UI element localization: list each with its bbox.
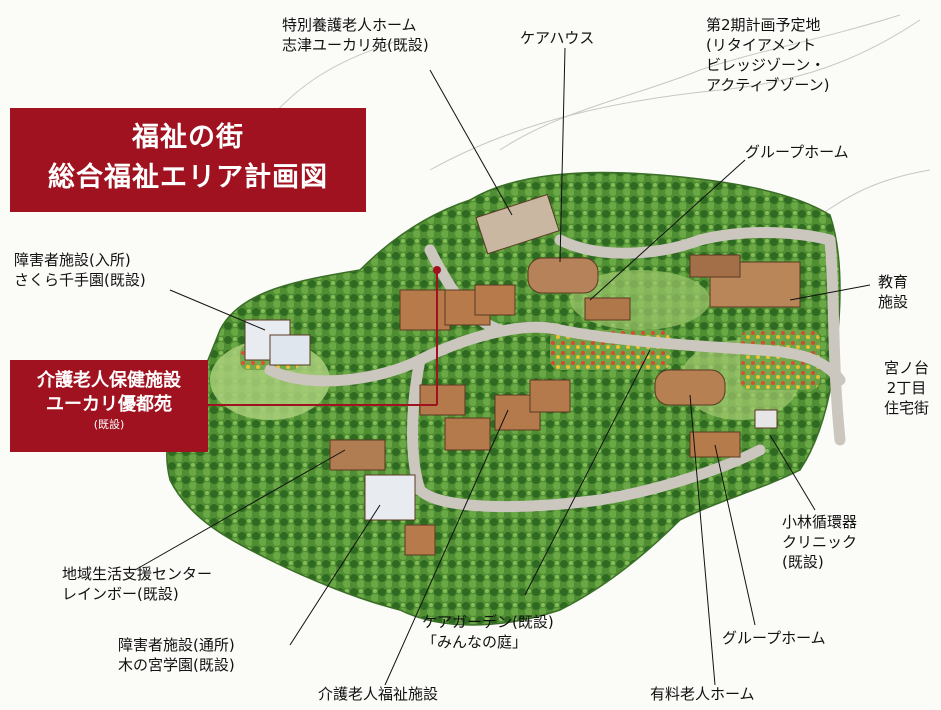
label-line: 2丁目: [886, 379, 927, 397]
label-disabled-day: 障害者施設(通所) 木の宮学園(既設): [118, 635, 235, 675]
label-residential: 宮ノ台 2丁目 住宅街: [884, 358, 929, 418]
building-support-center: [329, 439, 386, 471]
label-line: 第2期計画予定地: [706, 16, 821, 34]
building-disabled-res-2: [269, 334, 311, 366]
label-care-garden: ケアガーデン(既設) 「みんなの庭」: [422, 612, 554, 652]
label-line: (リタイアメント: [706, 36, 817, 54]
label-line: 「みんなの庭」: [422, 633, 528, 651]
building-welfare-4: [529, 379, 571, 413]
label-clinic: 小林循環器 クリニック (既設): [782, 512, 857, 572]
label-line: 特別養護老人ホーム: [282, 16, 417, 34]
label-line: ビレッジゾーン・: [706, 56, 826, 74]
label-line: 志津ユーカリ苑(既設): [282, 36, 429, 54]
building-grouphome-bottom: [689, 431, 741, 458]
building-disabled-day-2: [404, 524, 436, 556]
label-grouphome-top: グループホーム: [745, 142, 849, 162]
highlight-line1: 介護老人保健施設: [37, 370, 181, 391]
label-paid-home: 有料老人ホーム: [650, 684, 755, 704]
label-line: 有料老人ホーム: [650, 685, 755, 703]
building-tokuyou: [475, 193, 560, 255]
highlight-facility-box: 介護老人保健施設 ユーカリ優都苑 (既設): [10, 360, 208, 452]
building-welfare-2: [444, 417, 491, 451]
building-welfare: [419, 384, 466, 416]
label-grouphome-bottom: グループホーム: [722, 628, 826, 648]
label-line: 障害者施設(入所): [14, 251, 131, 269]
label-line: ケアガーデン(既設): [422, 613, 554, 631]
map-title-box: 福祉の街 総合福祉エリア計画図: [10, 108, 366, 212]
label-line: 地域生活支援センター: [62, 565, 213, 583]
label-support-center: 地域生活支援センター レインボー(既設): [62, 564, 212, 604]
label-line: 教育: [878, 273, 909, 291]
label-education: 教育 施設: [878, 272, 908, 312]
label-line: 施設: [878, 293, 909, 311]
label-line: クリニック: [782, 533, 858, 551]
building-paid-home: [654, 369, 726, 406]
label-line: さくら千手園(既設): [14, 271, 146, 289]
building-grouphome-top: [584, 297, 631, 321]
label-carehouse: ケアハウス: [520, 28, 594, 48]
label-line: グループホーム: [722, 629, 826, 647]
label-line: 木の宮学園(既設): [118, 656, 235, 674]
map-title-line1: 福祉の街: [132, 122, 244, 153]
leader-lines: [134, 47, 871, 686]
label-disabled-residential: 障害者施設(入所) さくら千手園(既設): [14, 250, 146, 290]
label-line: 介護老人福祉施設: [318, 685, 439, 703]
map-title-line2: 総合福祉エリア計画図: [48, 162, 328, 193]
label-phase2: 第2期計画予定地 (リタイアメント ビレッジゾーン・ アクティブゾーン): [706, 15, 829, 95]
label-line: 住宅街: [884, 399, 930, 417]
building-clinic: [754, 409, 778, 429]
label-welfare: 介護老人福祉施設: [318, 684, 438, 704]
building-roken-3: [474, 284, 516, 316]
label-line: アクティブゾーン): [706, 76, 830, 94]
highlight-marker: [433, 266, 441, 274]
label-line: グループホーム: [745, 143, 849, 161]
label-tokuyou: 特別養護老人ホーム 志津ユーカリ苑(既設): [282, 15, 429, 55]
label-line: (既設): [782, 553, 824, 571]
label-line: レインボー(既設): [62, 585, 179, 603]
highlight-connector: [208, 270, 438, 406]
label-line: ケアハウス: [520, 29, 595, 47]
label-line: 障害者施設(通所): [118, 636, 235, 654]
label-line: 宮ノ台: [884, 359, 930, 377]
highlight-line3: (既設): [93, 418, 125, 431]
buildings: [244, 193, 801, 556]
label-line: 小林循環器: [782, 513, 858, 531]
highlight-line2: ユーカリ優都苑: [46, 394, 172, 415]
building-disabled-day: [364, 474, 416, 521]
building-roken: [399, 289, 451, 331]
building-carehouse: [527, 257, 599, 294]
building-education-annex: [689, 254, 741, 278]
